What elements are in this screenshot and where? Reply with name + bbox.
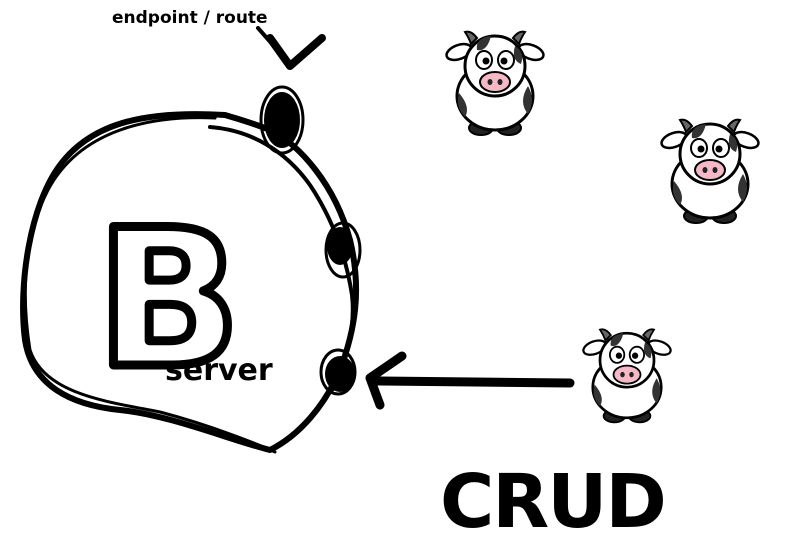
cow-icon (657, 118, 763, 225)
server-label: server (165, 353, 273, 388)
endpoint-dot-icon (324, 221, 362, 279)
request-arrow-icon (365, 351, 575, 410)
cow-icon (580, 327, 674, 424)
endpoint-dot-icon (259, 85, 305, 155)
endpoint-dot-icon (319, 348, 357, 396)
endpoint-arrow-icon (256, 26, 326, 70)
cow-icon (442, 30, 548, 137)
endpoint-route-label: endpoint / route (112, 8, 268, 28)
server-letter-b: B (96, 189, 241, 410)
server-circle-icon (20, 111, 360, 454)
crud-label: CRUD (440, 459, 665, 545)
